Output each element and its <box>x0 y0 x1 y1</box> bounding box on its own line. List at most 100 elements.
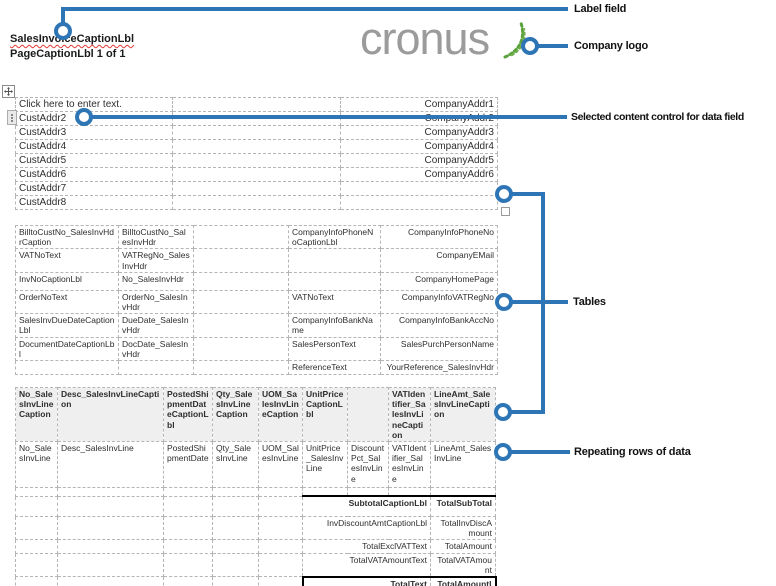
table-cell[interactable]: LineAmt_SalesInvLine <box>430 440 496 488</box>
table-cell[interactable] <box>15 486 58 497</box>
table-cell[interactable]: Desc_SalesInvLine <box>57 440 164 488</box>
placeholder-cell[interactable]: Click here to enter text. <box>15 97 173 112</box>
table-cell[interactable]: SalesInvDueDateCaptionLbl <box>15 313 119 338</box>
table-cell[interactable]: CompanyInfoBankName <box>288 313 381 338</box>
table-cell[interactable]: CompanyAddr4 <box>340 139 498 154</box>
table-cell[interactable]: OrderNo_SalesInvHdr <box>118 289 194 315</box>
column-header[interactable]: VATIdentifier_SalesInvLineCaption <box>388 387 431 442</box>
table-cell[interactable] <box>258 495 303 517</box>
total-caption-cell[interactable]: SubtotalCaptionLbl <box>302 495 431 517</box>
table-cell[interactable] <box>15 359 119 375</box>
table-cell[interactable]: No_SalesInvLine <box>15 440 58 488</box>
table-cell[interactable]: BilltoCustNo_SalesInvHdr <box>118 224 194 250</box>
table-cell[interactable] <box>57 486 164 497</box>
table-cell[interactable] <box>347 486 389 497</box>
table-cell[interactable] <box>212 576 259 586</box>
table-cell[interactable] <box>193 248 289 273</box>
table-cell[interactable] <box>57 495 164 517</box>
table-cell[interactable] <box>15 515 58 541</box>
table-cell[interactable] <box>15 576 58 586</box>
column-header[interactable]: Qty_SalesInvLineCaption <box>212 387 259 442</box>
column-header[interactable]: UOM_SalesInvLineCaption <box>258 387 303 442</box>
page-caption-label[interactable]: PageCaptionLbl 1 of 1 <box>10 48 126 60</box>
table-cell[interactable] <box>15 552 58 578</box>
column-header[interactable]: PostedShipmentDateCaptionLbl <box>163 387 213 442</box>
table-cell[interactable] <box>163 495 213 517</box>
table-cell[interactable] <box>57 515 164 541</box>
column-header[interactable]: UnitPriceCaptionLbl <box>302 387 348 442</box>
table-cell[interactable]: CompanyInfoVATRegNo <box>380 289 498 315</box>
table-cell[interactable] <box>212 486 259 497</box>
table-cell[interactable]: CustAddr6 <box>15 167 173 182</box>
table-cell[interactable]: CustAddr5 <box>15 153 173 168</box>
column-header[interactable] <box>347 387 389 442</box>
table-cell[interactable] <box>57 576 164 586</box>
table-cell[interactable] <box>163 515 213 541</box>
table-cell[interactable]: PostedShipmentDate <box>163 440 213 488</box>
table-cell[interactable] <box>258 552 303 578</box>
total-caption-cell[interactable]: InvDiscountAmtCaptionLbl <box>302 515 431 541</box>
total-value-cell[interactable]: TotalVATAmount <box>430 552 496 578</box>
table-cell[interactable]: Qty_SalesInvLine <box>212 440 259 488</box>
table-cell[interactable]: UnitPrice_SalesInvLine <box>302 440 348 488</box>
table-cell[interactable] <box>193 224 289 250</box>
table-cell[interactable] <box>430 486 496 497</box>
table-cell[interactable]: DocumentDateCaptionLbl <box>15 336 119 361</box>
table-cell[interactable]: CompanyInfoPhoneNoCaptionLbl <box>288 224 381 250</box>
table-cell[interactable] <box>212 539 259 554</box>
table-cell[interactable]: CompanyAddr1 <box>340 97 498 112</box>
table-cell[interactable] <box>172 181 341 196</box>
table-cell[interactable] <box>340 195 498 210</box>
column-header[interactable]: Desc_SalesInvLineCaption <box>57 387 164 442</box>
table-cell[interactable] <box>388 486 431 497</box>
table-cell[interactable]: VATRegNo_SalesInvHdr <box>118 248 194 273</box>
table-cell[interactable]: OrderNoText <box>15 289 119 315</box>
table-cell[interactable] <box>193 271 289 291</box>
table-cell[interactable] <box>172 195 341 210</box>
table-cell[interactable]: VATIdentifier_SalesInvLine <box>388 440 431 488</box>
table-cell[interactable]: CompanyAddr6 <box>340 167 498 182</box>
table-cell[interactable]: SalesPersonText <box>288 336 381 361</box>
table-cell[interactable] <box>212 495 259 517</box>
sales-invoice-caption-label[interactable]: SalesInvoiceCaptionLbl <box>10 33 135 45</box>
table-resize-handle-icon[interactable] <box>501 207 510 216</box>
table-cell[interactable] <box>288 248 381 273</box>
table-cell[interactable] <box>258 515 303 541</box>
table-cell[interactable] <box>258 576 303 586</box>
table-cell[interactable]: ReferenceText <box>288 359 381 375</box>
column-header[interactable]: LineAmt_SalesInvLineCaption <box>430 387 496 442</box>
table-cell[interactable] <box>212 552 259 578</box>
table-cell[interactable] <box>57 552 164 578</box>
table-cell[interactable] <box>340 181 498 196</box>
total-value-cell[interactable]: TotalInvDiscAmount <box>430 515 496 541</box>
table-cell[interactable]: BilltoCustNo_SalesInvHdrCaption <box>15 224 119 250</box>
table-cell[interactable]: CustAddr3 <box>15 125 173 140</box>
table-cell[interactable]: YourReference_SalesInvHdr <box>380 359 498 375</box>
total-caption-cell[interactable]: TotalExclVATText <box>302 539 431 554</box>
table-cell[interactable] <box>163 552 213 578</box>
table-cell[interactable]: CompanyInfoPhoneNo <box>380 224 498 250</box>
table-cell[interactable]: CompanyInfoBankAccNo <box>380 313 498 338</box>
table-cell[interactable] <box>15 539 58 554</box>
table-cell[interactable]: CustAddr8 <box>15 195 173 210</box>
table-cell[interactable]: VATNoText <box>288 289 381 315</box>
table-cell[interactable]: VATNoText <box>15 248 119 273</box>
table-cell[interactable] <box>172 97 341 112</box>
table-cell[interactable] <box>172 153 341 168</box>
table-cell[interactable]: DocDate_SalesInvHdr <box>118 336 194 361</box>
table-cell[interactable]: CompanyEMail <box>380 248 498 273</box>
table-cell[interactable] <box>118 359 194 375</box>
table-cell[interactable] <box>193 313 289 338</box>
table-cell[interactable] <box>172 167 341 182</box>
table-cell[interactable]: No_SalesInvHdr <box>118 271 194 291</box>
content-control-drag-handle-icon[interactable] <box>7 110 17 125</box>
table-cell[interactable] <box>163 539 213 554</box>
table-cell[interactable] <box>193 336 289 361</box>
table-move-handle-icon[interactable] <box>2 85 15 98</box>
table-cell[interactable] <box>288 271 381 291</box>
total-caption-cell[interactable]: TotalVATAmountText <box>302 552 431 578</box>
table-cell[interactable] <box>172 125 341 140</box>
column-header[interactable]: No_SalesInvLineCaption <box>15 387 58 442</box>
table-cell[interactable] <box>212 515 259 541</box>
table-cell[interactable] <box>193 289 289 315</box>
